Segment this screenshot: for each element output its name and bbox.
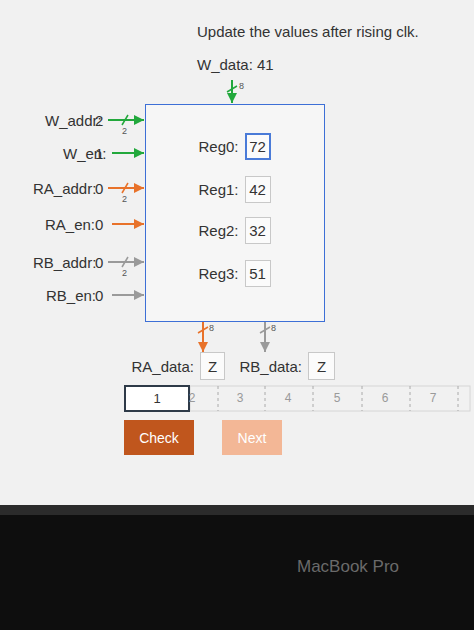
device-brand: MacBook Pro xyxy=(297,558,399,575)
signal-value: 0 xyxy=(95,217,103,232)
bezel xyxy=(0,515,474,630)
field-label: Reg0: xyxy=(198,138,238,155)
input-wire xyxy=(112,294,144,296)
signal-value: 0 xyxy=(95,181,103,196)
field-label: Reg1: xyxy=(198,181,238,198)
bus-width: 2 xyxy=(122,195,127,204)
timeline-strip xyxy=(190,386,470,411)
input-wire xyxy=(112,223,144,225)
signal-value: 0 xyxy=(95,255,103,270)
bus-width: 2 xyxy=(122,269,127,278)
step-number: 6 xyxy=(382,392,389,404)
read-output: RB_data: Z xyxy=(239,352,335,380)
connector-layer xyxy=(203,322,265,352)
read-output: RA_data: Z xyxy=(131,352,225,380)
value-text: 72 xyxy=(245,133,271,160)
register-file: Reg0: 72Reg1: 42Reg2: 32Reg3: 51 xyxy=(145,104,325,322)
check-button: Check xyxy=(124,420,194,455)
bus-slash xyxy=(227,86,237,92)
bus-width: 8 xyxy=(271,324,276,333)
register-value: Reg1: 42 xyxy=(198,176,270,203)
input-wire xyxy=(231,80,233,103)
signal-name: RA_addr: xyxy=(33,181,96,196)
signal-name: W_addr: xyxy=(45,113,102,128)
signal-name: RB_en: xyxy=(46,288,96,303)
node-text: 1 xyxy=(153,391,160,406)
value-text: Z xyxy=(308,352,335,380)
field-label: RB_data: xyxy=(239,358,302,375)
field-label: Reg2: xyxy=(198,222,238,239)
data-input-label: W_data: 41 xyxy=(197,57,274,72)
field-label: Reg3: xyxy=(198,265,238,282)
instruction-title: Update the values after rising clk. xyxy=(197,24,419,39)
timeline-divider xyxy=(313,386,314,411)
value-text: 32 xyxy=(245,217,271,244)
timeline-divider xyxy=(265,386,266,411)
signal-value: 2 xyxy=(95,113,103,128)
timeline-divider xyxy=(458,386,459,411)
bus-slash xyxy=(122,115,128,125)
step-box: 1 xyxy=(124,385,190,412)
step-number: 5 xyxy=(334,392,341,404)
register-value: Reg3: 51 xyxy=(198,260,270,287)
signal-name: RA_en: xyxy=(45,217,95,232)
data-bus xyxy=(264,322,266,352)
step-number: 7 xyxy=(430,392,437,404)
bus-width: 8 xyxy=(209,324,214,333)
value-text: 51 xyxy=(245,260,271,287)
bus-width: 8 xyxy=(239,82,244,91)
bus-width: 2 xyxy=(122,127,127,136)
timeline-divider xyxy=(410,386,411,411)
signal-value: 0 xyxy=(95,288,103,303)
register-value: Reg2: 32 xyxy=(198,217,270,244)
signal-name: RB_addr: xyxy=(33,255,96,270)
signal-value: 1 xyxy=(95,146,103,161)
step-number: 3 xyxy=(237,392,244,404)
value-text: 42 xyxy=(245,176,271,203)
step-number: 2 xyxy=(189,392,196,404)
field-label: RA_data: xyxy=(131,358,194,375)
next-button: Next xyxy=(222,420,282,455)
input-wire xyxy=(112,152,144,154)
bus-slash xyxy=(122,183,128,193)
step-number: 4 xyxy=(285,392,292,404)
value-text: Z xyxy=(200,352,225,380)
node-text: Check xyxy=(139,430,179,446)
bus-slash xyxy=(122,257,128,267)
timeline-divider xyxy=(218,386,219,411)
timeline-divider xyxy=(362,386,363,411)
register-value: Reg0: 72 xyxy=(198,133,270,160)
node-text: Next xyxy=(238,430,267,446)
data-bus xyxy=(202,322,204,352)
